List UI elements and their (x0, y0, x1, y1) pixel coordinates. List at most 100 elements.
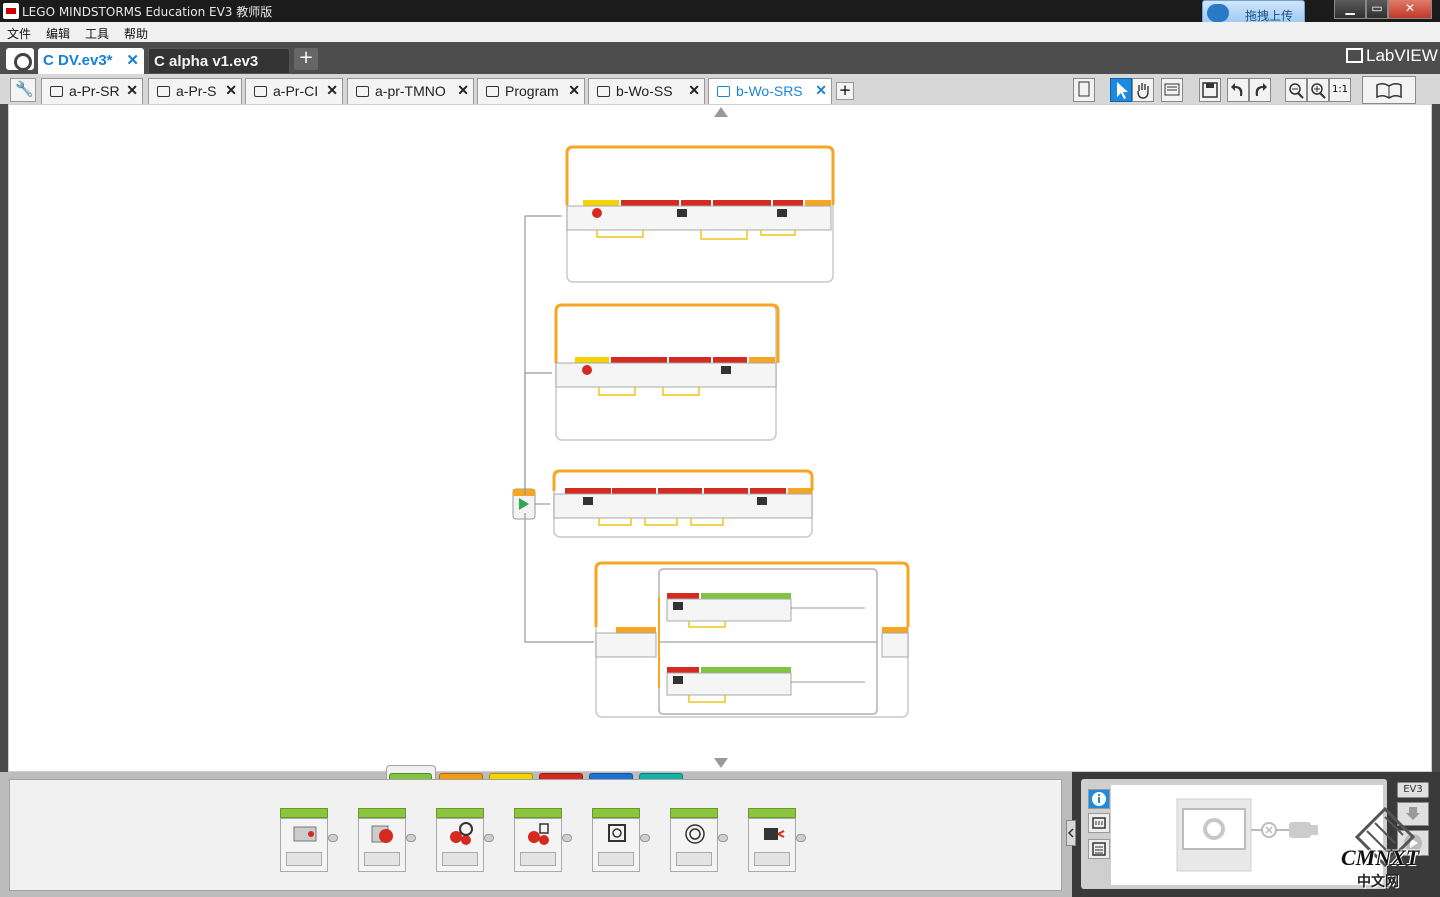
program-tab-a-pr-ci[interactable]: a-Pr-CI✕ (245, 78, 343, 104)
select-tool-button[interactable] (1110, 78, 1132, 102)
info-icon (1092, 792, 1106, 806)
program-icon (597, 86, 610, 97)
pan-tool-button[interactable] (1132, 78, 1154, 102)
programming-canvas[interactable] (8, 104, 1432, 772)
page-icon (1078, 81, 1090, 97)
content-editor-button[interactable] (1073, 78, 1095, 102)
zoom-in-button[interactable] (1307, 78, 1329, 102)
close-icon[interactable]: ✕ (457, 82, 469, 98)
zoom-out-icon (1289, 83, 1304, 99)
comment-tool-button[interactable] (1161, 78, 1183, 102)
wrench-icon: 🔧 (15, 80, 34, 98)
watermark-text: CMNXT (1341, 845, 1420, 870)
window-title: LEGO MINDSTORMS Education EV3 教师版 (22, 5, 273, 19)
menu-tools[interactable]: 工具 (85, 27, 110, 41)
labview-icon (1346, 48, 1363, 63)
scroll-up-arrow-icon[interactable] (714, 107, 728, 117)
close-icon[interactable]: ✕ (568, 82, 580, 98)
zoom-reset-button[interactable]: 1:1 (1329, 78, 1351, 102)
program-tab-a-pr-sr[interactable]: a-Pr-SR ✕ (41, 78, 143, 104)
palette-block-sound[interactable] (670, 808, 728, 872)
menu-file[interactable]: 文件 (7, 27, 32, 41)
program-tab-b-wo-srs[interactable]: b-Wo-SRS✕ (708, 78, 832, 106)
cmnxt-watermark: CMNXT 中文网 (1335, 803, 1435, 893)
block-connector (406, 834, 416, 842)
upload-button[interactable]: 拖拽上传 (1202, 0, 1305, 26)
add-program-button[interactable]: + (836, 82, 854, 100)
program-tab-b-wo-ss[interactable]: b-Wo-SS✕ (588, 78, 705, 104)
close-button[interactable]: ✕ (1388, 0, 1432, 19)
tab-label: a-Pr-SR (69, 83, 120, 99)
close-icon[interactable]: ✕ (126, 82, 138, 98)
loop-block-2[interactable] (554, 303, 780, 441)
close-icon[interactable]: ✕ (815, 82, 827, 98)
watermark-logo (1354, 806, 1416, 868)
steering-wheel-icon (450, 822, 473, 845)
project-properties-button[interactable]: 🔧 (10, 78, 36, 102)
block-header (748, 808, 796, 818)
port-view-tab[interactable] (1088, 813, 1110, 833)
palette-block-medium-motor[interactable] (280, 808, 338, 872)
loop-block-1[interactable] (565, 145, 835, 283)
block-header (436, 808, 484, 818)
program-icon (157, 86, 170, 97)
program-tab-a-pr-tmno[interactable]: a-pr-TMNO✕ (347, 78, 474, 104)
list-icon (1092, 842, 1106, 856)
maximize-button[interactable]: ▭ (1366, 0, 1388, 19)
program-diagram[interactable] (9, 105, 1433, 773)
scroll-down-arrow-icon[interactable] (714, 758, 728, 768)
project-tab-dv[interactable]: C DV.ev3* ✕ (38, 48, 144, 74)
block-header (280, 808, 328, 818)
robot-educator-button[interactable] (1362, 76, 1416, 104)
menu-edit[interactable]: 编辑 (46, 27, 71, 41)
block-connector (640, 834, 650, 842)
loop-block-3[interactable] (552, 469, 814, 538)
tank-icon (528, 823, 549, 845)
hand-icon (1137, 83, 1149, 99)
add-project-button[interactable]: + (294, 48, 318, 70)
title-bar: LEGO MINDSTORMS Education EV3 教师版 拖拽上传 ▁… (0, 0, 1440, 26)
redo-icon (1255, 83, 1267, 96)
minimize-button[interactable]: ▁ (1334, 0, 1366, 19)
zoom-out-button[interactable] (1285, 78, 1307, 102)
block-header (670, 808, 718, 818)
menu-help[interactable]: 帮助 (124, 27, 149, 41)
program-tab-program[interactable]: Program ✕ (477, 78, 585, 104)
close-icon[interactable]: ✕ (326, 82, 338, 98)
undo-button[interactable] (1227, 78, 1249, 102)
play-icon (1404, 834, 1422, 852)
loop-block-4[interactable] (594, 561, 910, 718)
close-icon[interactable]: ✕ (688, 82, 700, 98)
upload-label: 拖拽上传 (1245, 9, 1294, 23)
palette-block-display[interactable] (592, 808, 650, 872)
block-connector (562, 834, 572, 842)
collapse-hardware-button[interactable] (1066, 820, 1076, 846)
available-bricks-tab[interactable] (1088, 839, 1110, 859)
palette-block-move-steering[interactable] (436, 808, 494, 872)
close-icon[interactable]: ✕ (225, 82, 237, 98)
save-button[interactable] (1199, 78, 1221, 102)
block-connector (718, 834, 728, 842)
close-icon[interactable]: ✕ (126, 52, 139, 69)
palette-block-move-tank[interactable] (514, 808, 572, 872)
comment-icon (1164, 83, 1180, 96)
program-tab-bar: 🔧 a-Pr-SR ✕ a-Pr-S✕ a-Pr-CI✕ a-pr-TMNO✕ P… (0, 74, 1440, 106)
program-icon (254, 86, 267, 97)
redo-button[interactable] (1249, 78, 1271, 102)
project-tab-alpha[interactable]: C alpha v1.ev3 (148, 48, 290, 74)
brick-information-tab[interactable] (1088, 789, 1110, 809)
project-tab-label: C DV.ev3* (43, 52, 113, 69)
medium-motor-icon (293, 826, 317, 842)
lobby-home-icon[interactable] (6, 48, 34, 71)
start-block[interactable] (512, 488, 536, 520)
program-tab-a-pr-s[interactable]: a-Pr-S✕ (148, 78, 242, 104)
program-icon (50, 86, 63, 97)
menu-bar: 文件 编辑 工具 帮助 (0, 22, 1440, 42)
palette-block-brick-status-light[interactable] (748, 808, 806, 872)
download-button[interactable] (1397, 802, 1429, 826)
palette-block-large-motor[interactable] (358, 808, 416, 872)
tab-label: Program (505, 83, 559, 99)
brick-disconnected-graphic (1176, 798, 1318, 872)
program-icon (356, 86, 369, 97)
